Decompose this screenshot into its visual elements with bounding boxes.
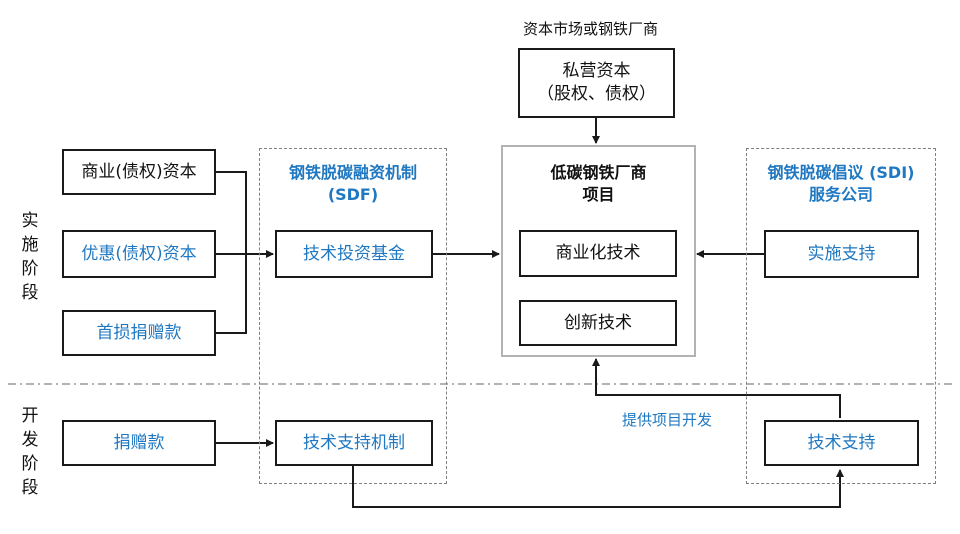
mechanism-to-techsupport-arrow [352, 466, 844, 508]
commercial-capital-box: 商业(债权)资本 [62, 149, 216, 195]
top-caption: 资本市场或钢铁厂商 [523, 20, 659, 38]
donation-box: 捐赠款 [62, 420, 216, 466]
innovative-tech-box: 创新技术 [519, 300, 677, 346]
project-title: 低碳钢铁厂商 项目 [501, 162, 696, 205]
commercial-tech-box: 商业化技术 [519, 230, 677, 277]
sdf-title: 钢铁脱碳融资机制 (SDF) [259, 162, 447, 205]
sdf-title-line2: (SDF) [327, 184, 379, 204]
project-development-label: 提供项目开发 [622, 411, 713, 429]
project-title-line2: 项目 [582, 184, 615, 204]
concessional-capital-box: 优惠(债权)资本 [62, 230, 216, 278]
first-loss-donation-box: 首损捐赠款 [62, 310, 216, 356]
implementation-support-box: 实施支持 [764, 230, 919, 278]
tech-support-mechanism-box: 技术支持机制 [275, 420, 433, 466]
sdi-title-line2: 服务公司 [808, 184, 873, 204]
sdf-title-line1: 钢铁脱碳融资机制 [288, 163, 417, 182]
stage-implementation: 实施阶段 [21, 211, 39, 303]
sdi-group [746, 148, 936, 484]
commercial-to-fund-line [216, 171, 247, 254]
sdi-title: 钢铁脱碳倡议 (SDI) 服务公司 [746, 162, 936, 205]
sdi-title-line1: 钢铁脱碳倡议 (SDI) [767, 163, 915, 182]
sdf-group [259, 148, 447, 484]
stage-development: 开发阶段 [21, 406, 39, 498]
private-capital-line1: 私营资本 [562, 61, 631, 82]
techsupport-to-project-arrow [592, 358, 841, 418]
tech-investment-fund-box: 技术投资基金 [275, 230, 433, 278]
technical-support-box: 技术支持 [764, 420, 919, 466]
private-capital-box: 私营资本 （股权、债权） [518, 48, 675, 118]
private-capital-line2: （股权、债权） [537, 84, 656, 104]
project-title-line1: 低碳钢铁厂商 [550, 163, 647, 182]
project-group [501, 145, 696, 357]
firstloss-to-fund-line [216, 254, 247, 334]
